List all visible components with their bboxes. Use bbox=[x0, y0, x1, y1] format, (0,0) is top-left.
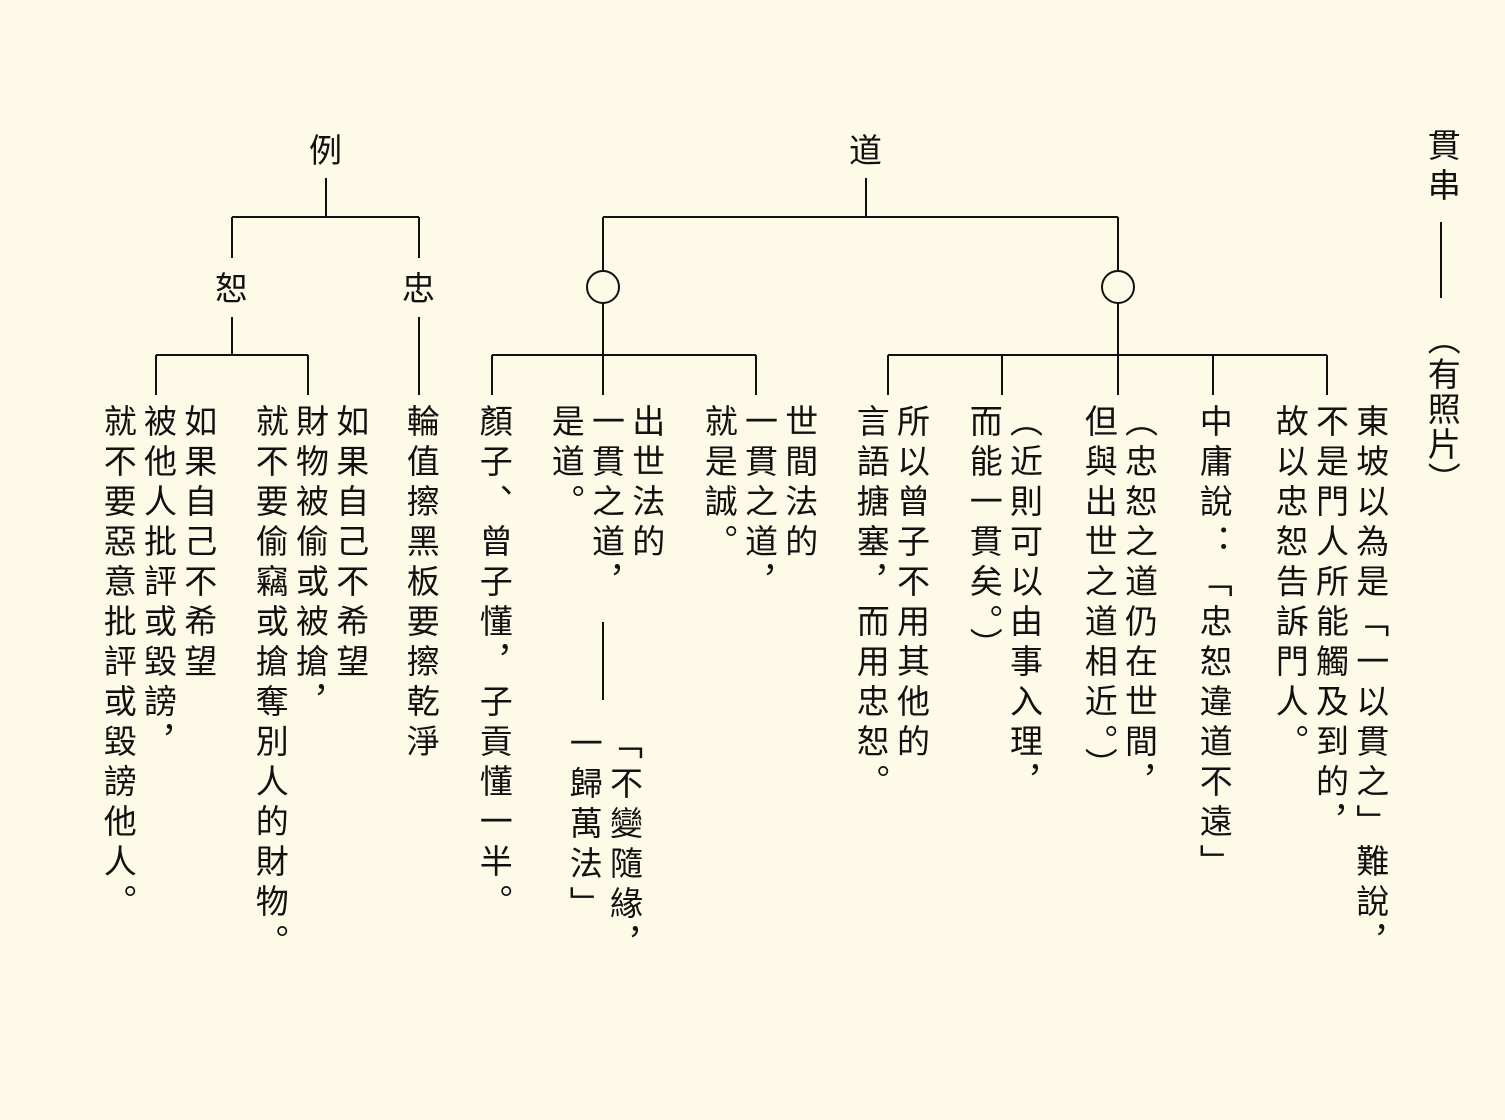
example-title: 例 bbox=[309, 131, 342, 170]
dao-left-circle bbox=[586, 270, 620, 304]
dao-title: 道 bbox=[849, 131, 882, 170]
zhong-text: 輪值擦黑板要擦乾淨 bbox=[401, 404, 441, 764]
root-title: 貫串 bbox=[1422, 128, 1462, 208]
shu-label: 恕 bbox=[215, 269, 248, 308]
dao-right-circle bbox=[1101, 270, 1135, 304]
left-item-3: 「不變隨緣， 一歸萬法」 bbox=[564, 726, 644, 966]
right-item-4: （近則可以由事入理， 而能一貫矣。） bbox=[964, 404, 1044, 804]
right-item-1: 東坡以為是「一以貫之」難說， 不是門人所能觸及到的， 故以忠恕告訴門人。 bbox=[1270, 404, 1390, 964]
zhong-label: 忠 bbox=[402, 269, 435, 308]
right-item-5: 所以曾子不用其他的 言語搪塞，而用忠恕。 bbox=[851, 404, 931, 804]
right-item-3: （忠恕之道仍在世間， 但與出世之道相近。） bbox=[1079, 404, 1159, 804]
left-item-4: 顏子、曾子懂，子貢懂一半。 bbox=[474, 404, 514, 924]
left-item-1: 世間法的 一貫之道， 就是誠。 bbox=[699, 404, 819, 604]
right-item-2: 中庸說：「忠恕違道不遠」 bbox=[1194, 404, 1234, 884]
shu-item-2: 如果自己不希望 被他人批評或毀謗， 就不要惡意批評或毀謗他人。 bbox=[98, 404, 218, 924]
left-item-2: 出世法的 一貫之道， 是道。 bbox=[546, 404, 666, 604]
root-note: （有照片） bbox=[1422, 322, 1462, 497]
shu-item-1: 如果自己不希望 財物被偷或被搶， 就不要偷竊或搶奪別人的財物。 bbox=[250, 404, 370, 964]
